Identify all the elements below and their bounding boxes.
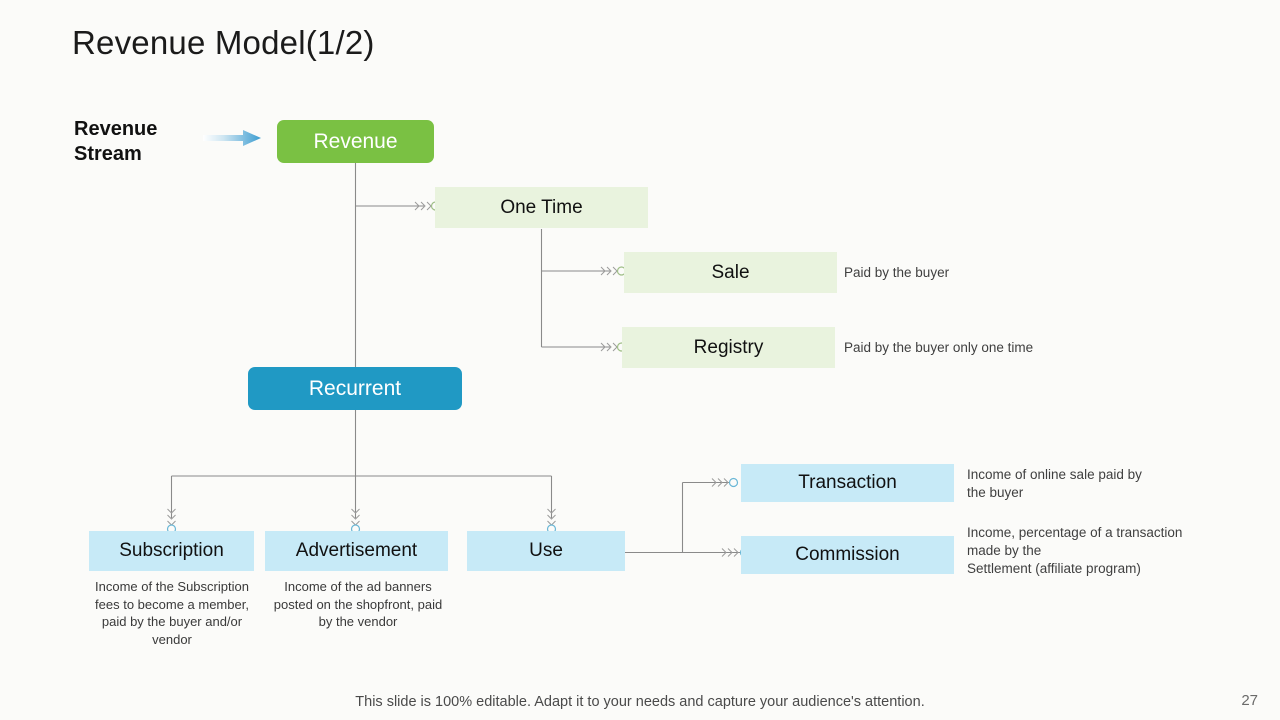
node-sale-label: Sale	[711, 261, 750, 283]
node-use-label: Use	[529, 540, 563, 561]
node-sale[interactable]: Sale	[624, 252, 837, 293]
page-title: Revenue Model(1/2)	[72, 24, 375, 61]
node-revenue[interactable]: Revenue	[277, 120, 434, 163]
desc-advertisement: Income of the ad banners posted on the s…	[273, 579, 443, 630]
node-commission-label: Commission	[795, 544, 900, 565]
node-recurrent[interactable]: Recurrent	[248, 367, 462, 410]
node-registry[interactable]: Registry	[622, 327, 835, 368]
revenue-stream-label-line2: Stream	[74, 142, 142, 165]
note-transaction: Income of online sale paid by the buyer	[967, 467, 1142, 500]
note-sale: Paid by the buyer	[844, 265, 950, 280]
node-advertisement-label: Advertisement	[295, 540, 418, 561]
node-registry-label: Registry	[693, 336, 764, 358]
node-advertisement[interactable]: Advertisement	[265, 531, 448, 571]
node-use[interactable]: Use	[467, 531, 625, 571]
page-number: 27	[1241, 692, 1258, 709]
revenue-stream-label: Revenue Stream	[74, 117, 204, 167]
node-revenue-label: Revenue	[313, 129, 398, 153]
revenue-stream-label-line1: Revenue	[74, 118, 158, 140]
node-transaction-label: Transaction	[798, 472, 897, 493]
node-transaction[interactable]: Transaction	[741, 464, 954, 502]
right-arrow-gradient-icon	[203, 130, 261, 146]
node-one-time-label: One Time	[500, 196, 583, 218]
node-subscription-label: Subscription	[119, 540, 224, 561]
desc-subscription: Income of the Subscription fees to becom…	[95, 579, 249, 648]
node-subscription[interactable]: Subscription	[89, 531, 254, 571]
node-recurrent-label: Recurrent	[308, 376, 402, 400]
node-one-time[interactable]: One Time	[435, 187, 648, 228]
note-commission: Income, percentage of a transaction made…	[967, 525, 1183, 576]
node-commission[interactable]: Commission	[741, 536, 954, 574]
footer-note: This slide is 100% editable. Adapt it to…	[355, 694, 925, 710]
note-registry: Paid by the buyer only one time	[844, 340, 1034, 355]
